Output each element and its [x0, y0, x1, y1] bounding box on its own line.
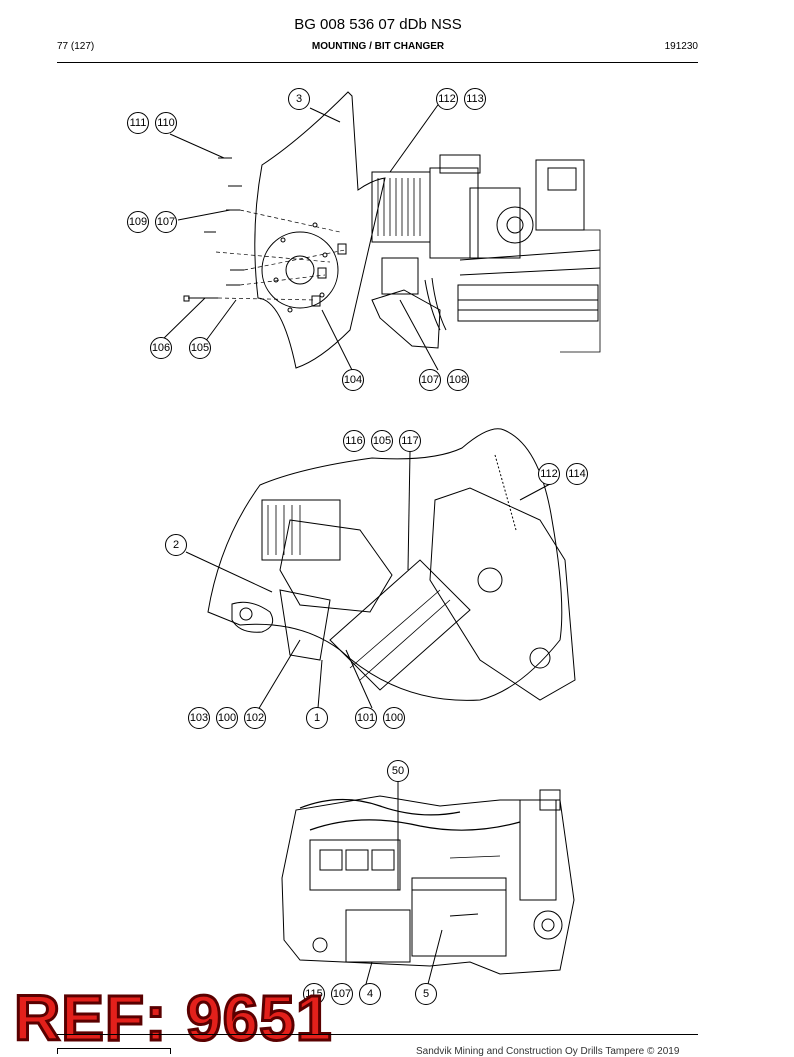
callout-105: 105 [371, 430, 393, 452]
callout-113: 113 [464, 88, 486, 110]
callout-5: 5 [415, 983, 437, 1005]
document-title: BG 008 536 07 dDb NSS [294, 16, 462, 33]
callout-3: 3 [288, 88, 310, 110]
callout-4: 4 [359, 983, 381, 1005]
callout-111: 111 [127, 112, 149, 134]
footer-rule [57, 1034, 698, 1035]
callout-106: 106 [150, 337, 172, 359]
reference-stamp: REF: 9651 [12, 982, 333, 1054]
callout-109: 109 [127, 211, 149, 233]
callout-50: 50 [387, 760, 409, 782]
callout-107: 107 [419, 369, 441, 391]
callout-100: 100 [383, 707, 405, 729]
callout-116: 116 [343, 430, 365, 452]
figure-3-valve-block [281, 782, 575, 985]
callout-104: 104 [342, 369, 364, 391]
callout-110: 110 [155, 112, 177, 134]
company-logo [57, 1048, 171, 1054]
callout-112: 112 [538, 463, 560, 485]
callout-2: 2 [165, 534, 187, 556]
page-number: 77 (127) [57, 41, 95, 52]
callout-101: 101 [355, 707, 377, 729]
footer-copyright: Sandvik Mining and Construction Oy Drill… [416, 1046, 680, 1057]
callout-103: 103 [188, 707, 210, 729]
callout-100: 100 [216, 707, 238, 729]
callout-112: 112 [436, 88, 458, 110]
callout-102: 102 [244, 707, 266, 729]
figure-1-exploded-view [159, 91, 601, 371]
callout-105: 105 [189, 337, 211, 359]
callout-1: 1 [306, 707, 328, 729]
header-rule [57, 62, 698, 63]
document-code: 191230 [664, 41, 698, 52]
callout-107: 107 [155, 211, 177, 233]
callout-108: 108 [447, 369, 469, 391]
callout-117: 117 [399, 430, 421, 452]
callout-115: 115 [303, 983, 325, 1005]
callout-114: 114 [566, 463, 588, 485]
callout-107: 107 [331, 983, 353, 1005]
section-title: MOUNTING / BIT CHANGER [311, 41, 445, 52]
figure-2-assembled-view [185, 428, 576, 711]
